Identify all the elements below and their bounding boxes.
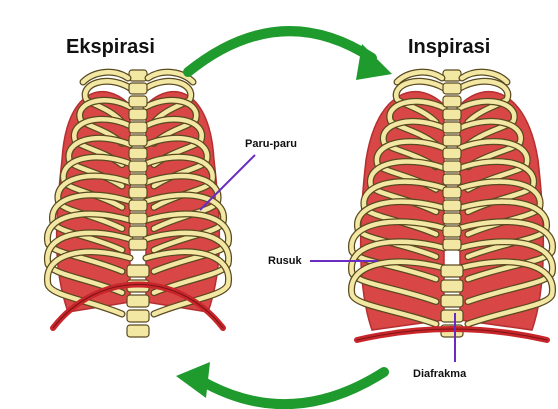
inspirasi-vertebra <box>443 122 461 133</box>
ekspirasi-vertebra <box>129 122 147 133</box>
cycle-arrow-bottom-icon-head <box>176 362 210 398</box>
inspirasi-vertebra <box>443 226 461 237</box>
ekspirasi-ribcage <box>47 70 228 337</box>
ekspirasi-vertebra <box>129 148 147 159</box>
inspirasi-lower-vertebra <box>441 310 463 322</box>
inspirasi-vertebra <box>443 161 461 172</box>
ekspirasi-vertebra <box>129 213 147 224</box>
ekspirasi-vertebra <box>129 161 147 172</box>
ekspirasi-vertebra <box>129 96 147 107</box>
label-ribs: Rusuk <box>268 255 302 267</box>
inspirasi-vertebra <box>443 174 461 185</box>
ekspirasi-lower-vertebra <box>127 295 149 307</box>
ekspirasi-vertebra <box>129 83 147 94</box>
ekspirasi-vertebra <box>129 239 147 250</box>
ekspirasi-lower-vertebra <box>127 265 149 277</box>
cycle-arrow-top-icon-shaft <box>188 31 372 72</box>
inspirasi-vertebra <box>443 239 461 250</box>
ekspirasi-vertebra <box>129 174 147 185</box>
ekspirasi-vertebra <box>129 109 147 120</box>
title-inspirasi: Inspirasi <box>408 36 490 59</box>
inspirasi-vertebra <box>443 187 461 198</box>
inspirasi-vertebra <box>443 70 461 81</box>
ekspirasi-vertebra <box>129 70 147 81</box>
ekspirasi-vertebra <box>129 200 147 211</box>
inspirasi-vertebra <box>443 83 461 94</box>
ekspirasi-vertebra <box>129 226 147 237</box>
label-diaphragm: Diafrakma <box>413 368 466 380</box>
cycle-arrow-top-icon-head <box>356 44 392 80</box>
inspirasi-lower-vertebra <box>441 295 463 307</box>
inspirasi-lower-vertebra <box>441 280 463 292</box>
label-lungs: Paru-paru <box>245 138 297 150</box>
ekspirasi-vertebra <box>129 135 147 146</box>
inspirasi-vertebra <box>443 135 461 146</box>
inspirasi-vertebra <box>443 148 461 159</box>
inspirasi-vertebra <box>443 213 461 224</box>
inspirasi-vertebra <box>443 200 461 211</box>
inspirasi-vertebra <box>443 96 461 107</box>
ekspirasi-lower-vertebra <box>127 325 149 337</box>
inspirasi-vertebra <box>443 109 461 120</box>
ekspirasi-lower-vertebra <box>127 310 149 322</box>
title-ekspirasi: Ekspirasi <box>66 36 155 59</box>
inspirasi-lower-vertebra <box>441 265 463 277</box>
cycle-arrow-bottom-icon-shaft <box>200 372 384 404</box>
inspirasi-ribcage <box>351 70 552 340</box>
ekspirasi-vertebra <box>129 187 147 198</box>
